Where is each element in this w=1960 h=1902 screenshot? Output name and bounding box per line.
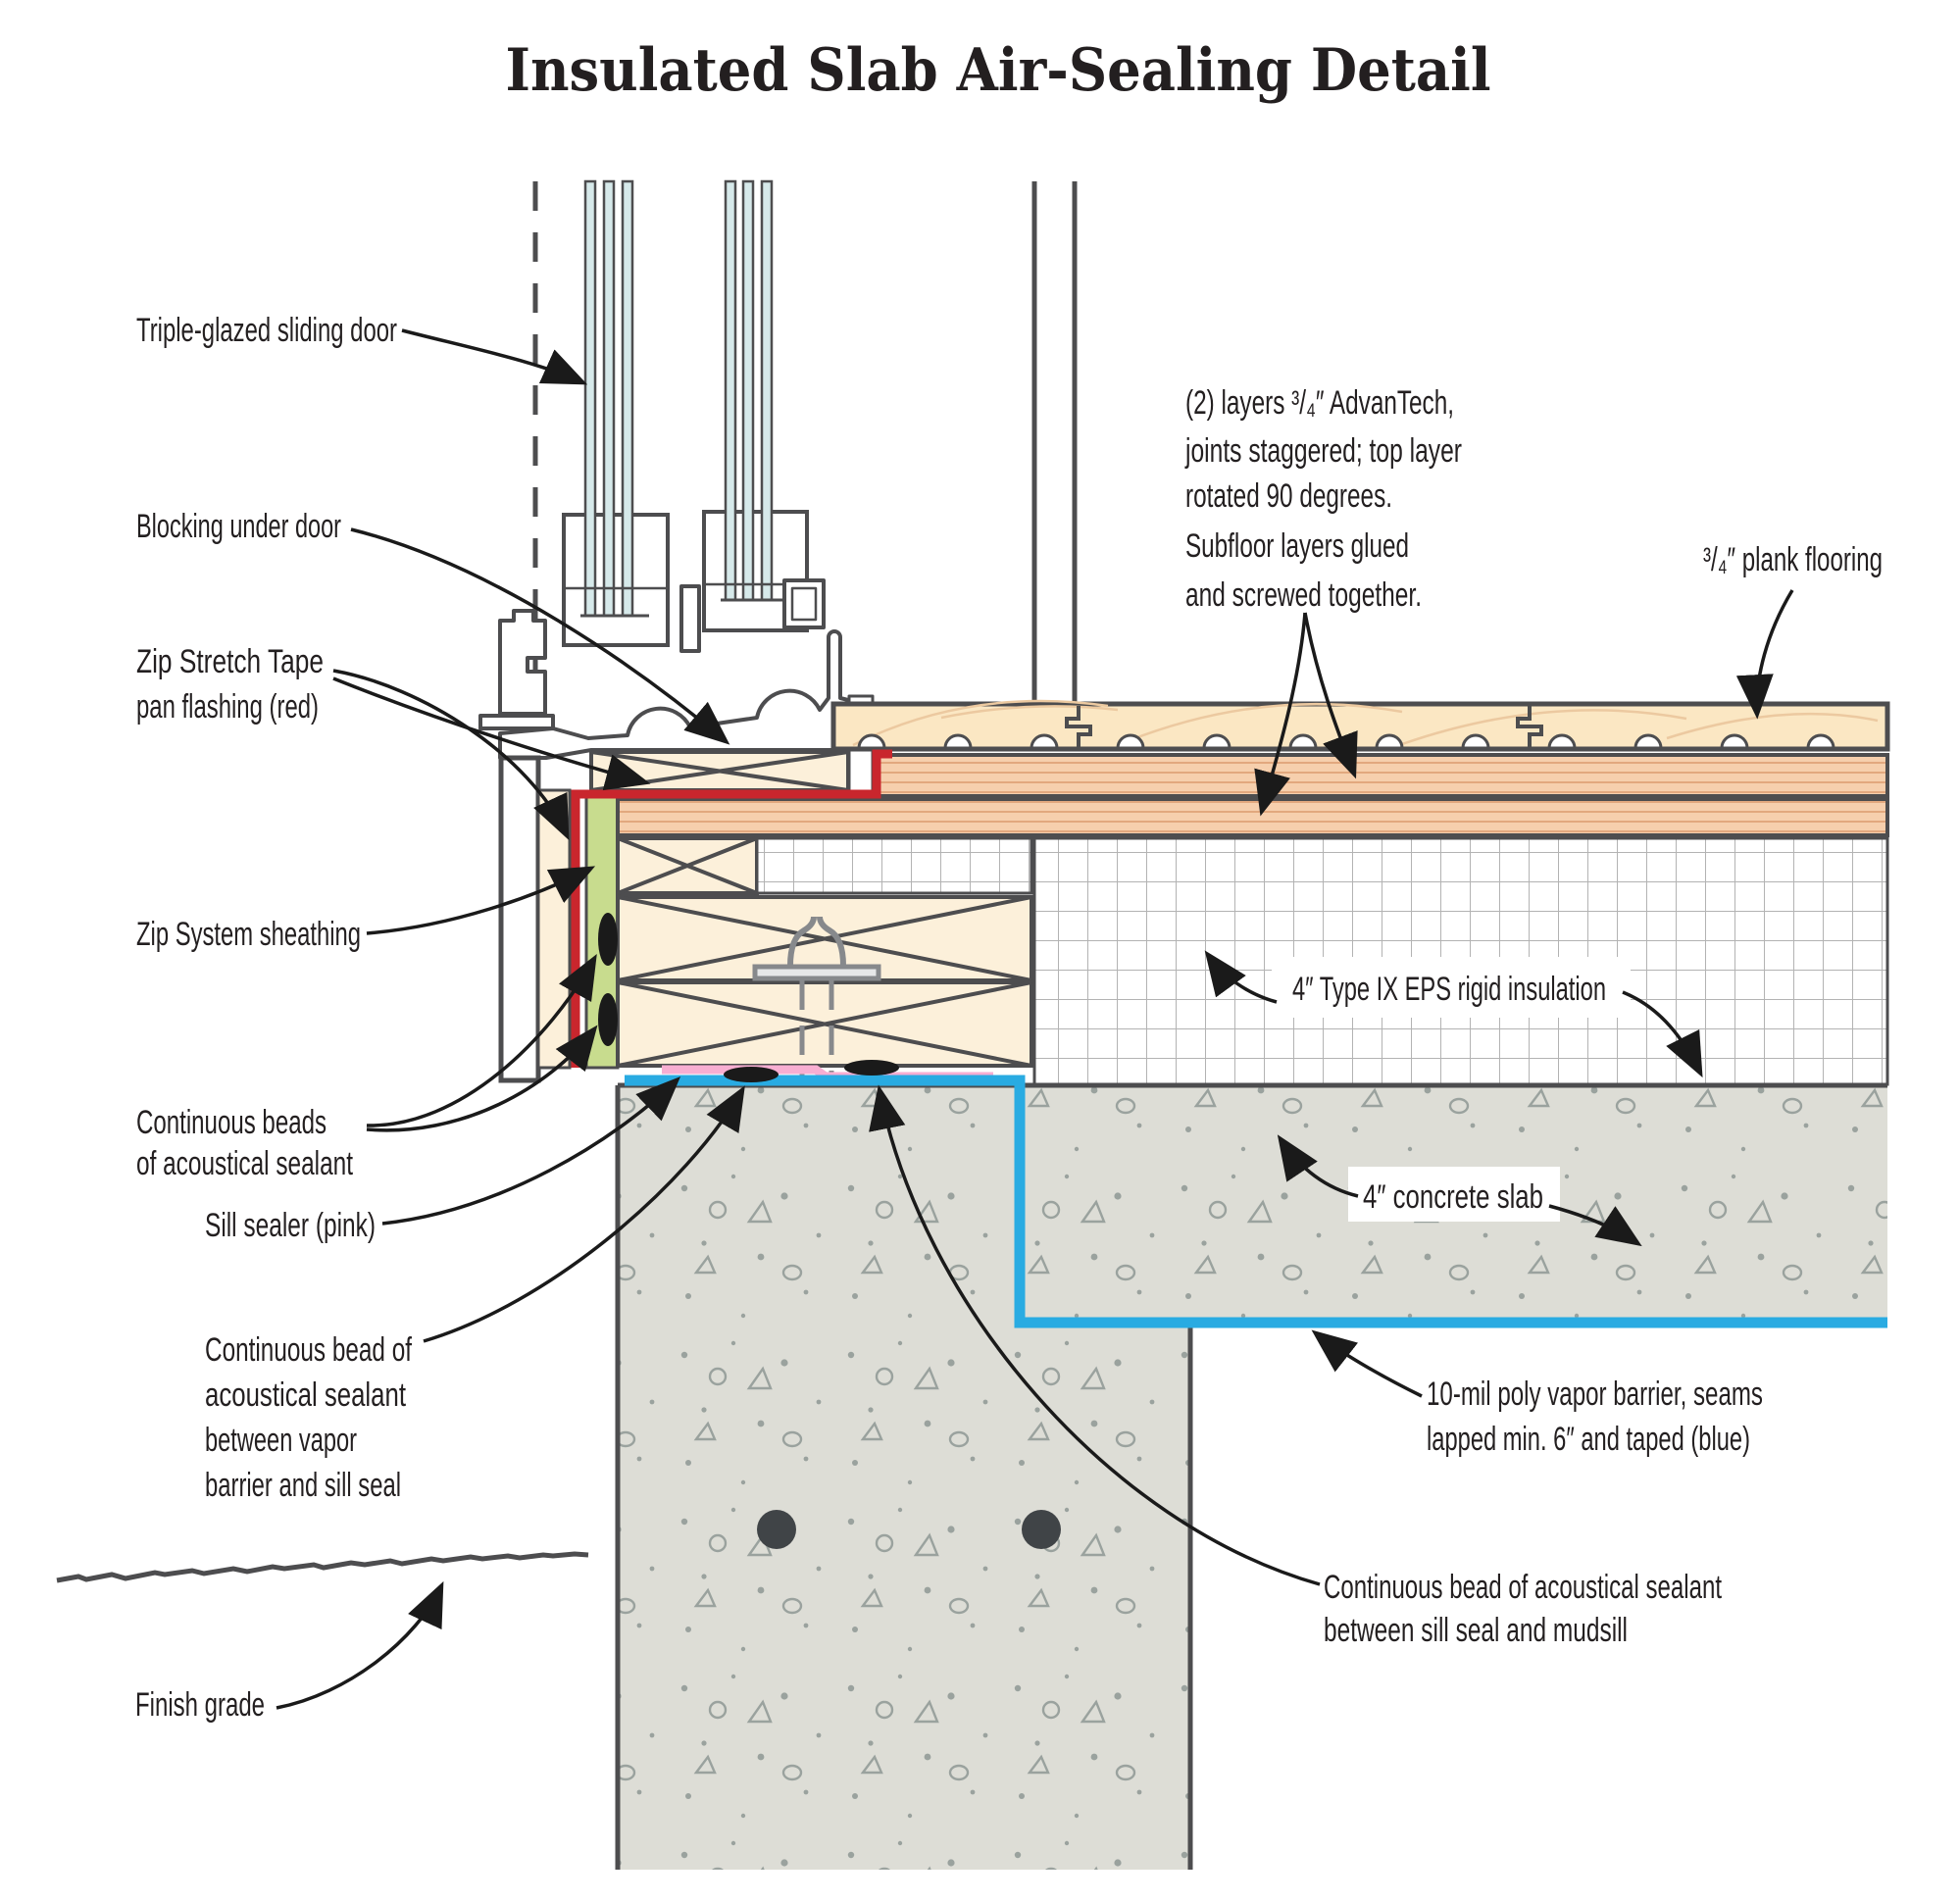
- label-sill-sealer: Sill sealer (pink): [205, 1207, 376, 1244]
- label-concrete-slab: 4″ concrete slab: [1363, 1178, 1543, 1216]
- label-advantech-line3: rotated 90 degrees.: [1185, 477, 1392, 515]
- arrow-beads-a: [366, 954, 597, 1127]
- label-triple-glazed-door: Triple-glazed sliding door: [136, 312, 397, 349]
- label-poly-line2: lapped min. 6″ and taped (blue): [1427, 1421, 1750, 1458]
- rebar-section: [757, 1510, 796, 1549]
- label-vb-bead-line1: Continuous bead of: [205, 1331, 412, 1369]
- plank-tongue-bumps: [857, 733, 1835, 750]
- label-zip-tape-line2: pan flashing (red): [136, 688, 319, 726]
- arrow-slab-left: [1277, 1134, 1359, 1198]
- exterior-trim-board: [498, 755, 541, 1083]
- arrow-mudsill-bead: [869, 1084, 1321, 1586]
- advantech-bottom-layer: [616, 797, 1889, 837]
- acoustical-sealant-beads: [598, 913, 899, 1082]
- plank-end-joint: [1065, 706, 1092, 747]
- blocking-under-door: [589, 750, 850, 792]
- plank-end-joint: [1516, 706, 1543, 747]
- label-advantech-line5: and screwed together.: [1185, 576, 1422, 614]
- sill-drip-flange: [478, 714, 555, 730]
- arrow-advantech-a: [1254, 612, 1307, 817]
- arrow-poly: [1311, 1329, 1423, 1398]
- sill-jamb-clip: [498, 609, 547, 716]
- label-zip-tape-line1: Zip Stretch Tape: [136, 643, 324, 680]
- labels: Insulated Slab Air-Sealing Detail Triple…: [135, 36, 1883, 1724]
- label-vb-bead-line3: between vapor: [205, 1422, 357, 1459]
- anchor-washer-plate: [752, 964, 881, 981]
- arrow-eps-left: [1204, 950, 1278, 1004]
- section-drawing: [56, 179, 1890, 1870]
- label-advantech-line1: (2) layers ³/₄″ AdvanTech,: [1185, 384, 1454, 422]
- interior-wall-lines: [1031, 181, 1078, 706]
- label-poly-line1: 10-mil poly vapor barrier, seams: [1427, 1376, 1763, 1413]
- arrow-finish-grade: [276, 1580, 444, 1710]
- label-plank-flooring: ³/₄″ plank flooring: [1703, 541, 1883, 578]
- arrow-sill-sealer: [381, 1076, 681, 1226]
- label-vb-bead-line4: barrier and sill seal: [205, 1467, 401, 1504]
- leader-arrows: [276, 328, 1794, 1710]
- arrow-zip-tape-b: [332, 676, 651, 791]
- arrow-beads-b: [366, 1025, 598, 1132]
- advantech-top-layer: [875, 753, 1889, 798]
- label-blocking-under-door: Blocking under door: [136, 508, 341, 545]
- label-mudsill-bead-line2: between sill seal and mudsill: [1324, 1612, 1628, 1649]
- arrow-advantech-b: [1303, 612, 1358, 779]
- label-eps-insulation: 4″ Type IX EPS rigid insulation: [1292, 971, 1606, 1008]
- label-vb-bead-line2: acoustical sealant: [205, 1376, 406, 1414]
- mudsill-framing: [616, 836, 1033, 1068]
- sliding-door-sashes: [562, 179, 809, 647]
- label-mudsill-bead-line1: Continuous bead of acoustical sealant: [1324, 1569, 1722, 1606]
- plank-flooring: [830, 699, 1890, 752]
- arrow-plank: [1735, 589, 1794, 720]
- door-sash-left: [562, 513, 670, 647]
- arrow-triple-glazed: [401, 328, 588, 385]
- arrow-eps-right: [1622, 990, 1703, 1078]
- page-title: Insulated Slab Air-Sealing Detail: [506, 36, 1491, 105]
- label-beads-line1: Continuous beads: [136, 1104, 327, 1141]
- plank-grain: [852, 699, 1879, 747]
- label-beads-line2: of acoustical sealant: [136, 1145, 353, 1182]
- finish-grade-line: [56, 1551, 589, 1583]
- triple-glazing-left: [583, 179, 634, 618]
- label-advantech-line4: Subfloor layers glued: [1185, 527, 1409, 565]
- eps-label-background: [1272, 957, 1631, 1018]
- label-advantech-line2: joints staggered; top layer: [1184, 432, 1462, 470]
- arrow-blocking: [350, 527, 730, 745]
- slab-label-background: [1348, 1167, 1560, 1222]
- rebar-section: [1022, 1510, 1061, 1549]
- triple-glazing-right: [724, 179, 774, 602]
- sill-interlock: [679, 584, 701, 653]
- arrow-vb-bead: [423, 1085, 745, 1343]
- sill-pan: [498, 629, 850, 760]
- eps-under-wall-strip: [755, 836, 1033, 895]
- arrow-slab-right: [1548, 1204, 1642, 1247]
- label-zip-sheathing: Zip System sheathing: [136, 916, 361, 953]
- arrow-zip-sheathing: [366, 866, 596, 935]
- label-finish-grade: Finish grade: [135, 1686, 265, 1724]
- poly-vapor-barrier-blue: [625, 1075, 1887, 1328]
